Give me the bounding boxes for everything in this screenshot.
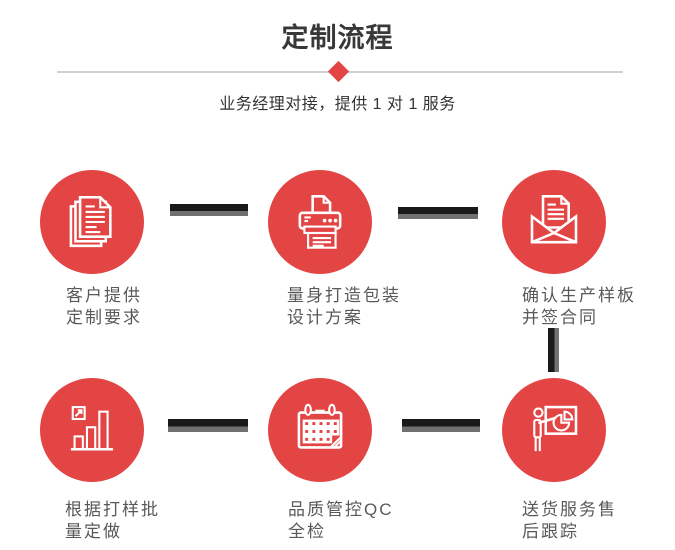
connector-step1-step2 [170, 204, 248, 216]
step-label-1-line1: 客户提供 [66, 286, 142, 305]
page-subtitle: 业务经理对接，提供 1 对 1 服务 [219, 96, 456, 113]
bar-chart-icon [70, 406, 114, 451]
diamond-icon [327, 60, 350, 83]
step-label-4-line1: 根据打样批 [65, 500, 160, 519]
step-label-5: 品质管控QC 全检 [288, 499, 394, 543]
page-title: 定制流程 [281, 23, 394, 53]
connector-step4-step5 [168, 419, 248, 432]
step-label-4-line2: 量定做 [65, 522, 122, 541]
step-circle-2 [268, 170, 372, 274]
calendar-icon [297, 403, 343, 449]
step-label-6-line2: 后跟踪 [522, 522, 579, 541]
connector-step3-step6 [548, 328, 559, 372]
printer-icon [298, 195, 342, 249]
step-label-3: 确认生产样板 并签合同 [522, 285, 636, 329]
step-label-1-line2: 定制要求 [66, 308, 142, 327]
documents-icon [69, 195, 112, 248]
step-circle-1 [40, 170, 144, 274]
step-label-2: 量身打造包装 设计方案 [287, 285, 401, 329]
step-label-5-line1: 品质管控QC [288, 500, 394, 519]
step-label-3-line1: 确认生产样板 [522, 286, 636, 305]
step-label-2-line2: 设计方案 [287, 308, 363, 327]
step-circle-4 [40, 378, 144, 482]
step-label-1: 客户提供 定制要求 [66, 285, 142, 329]
connector-step5-step6 [402, 419, 480, 432]
step-label-3-line2: 并签合同 [522, 308, 598, 327]
step-label-6-line1: 送货服务售 [522, 500, 617, 519]
step-circle-5 [268, 378, 372, 482]
step-circle-6 [502, 378, 606, 482]
step-label-6: 送货服务售 后跟踪 [522, 499, 617, 543]
connector-step2-step3 [398, 207, 478, 219]
step-circle-3 [502, 170, 606, 274]
step-label-5-line2: 全检 [288, 522, 326, 541]
envelope-icon [530, 195, 578, 244]
step-label-2-line1: 量身打造包装 [287, 286, 401, 305]
presentation-icon [533, 405, 578, 452]
step-label-4: 根据打样批 量定做 [65, 499, 160, 543]
